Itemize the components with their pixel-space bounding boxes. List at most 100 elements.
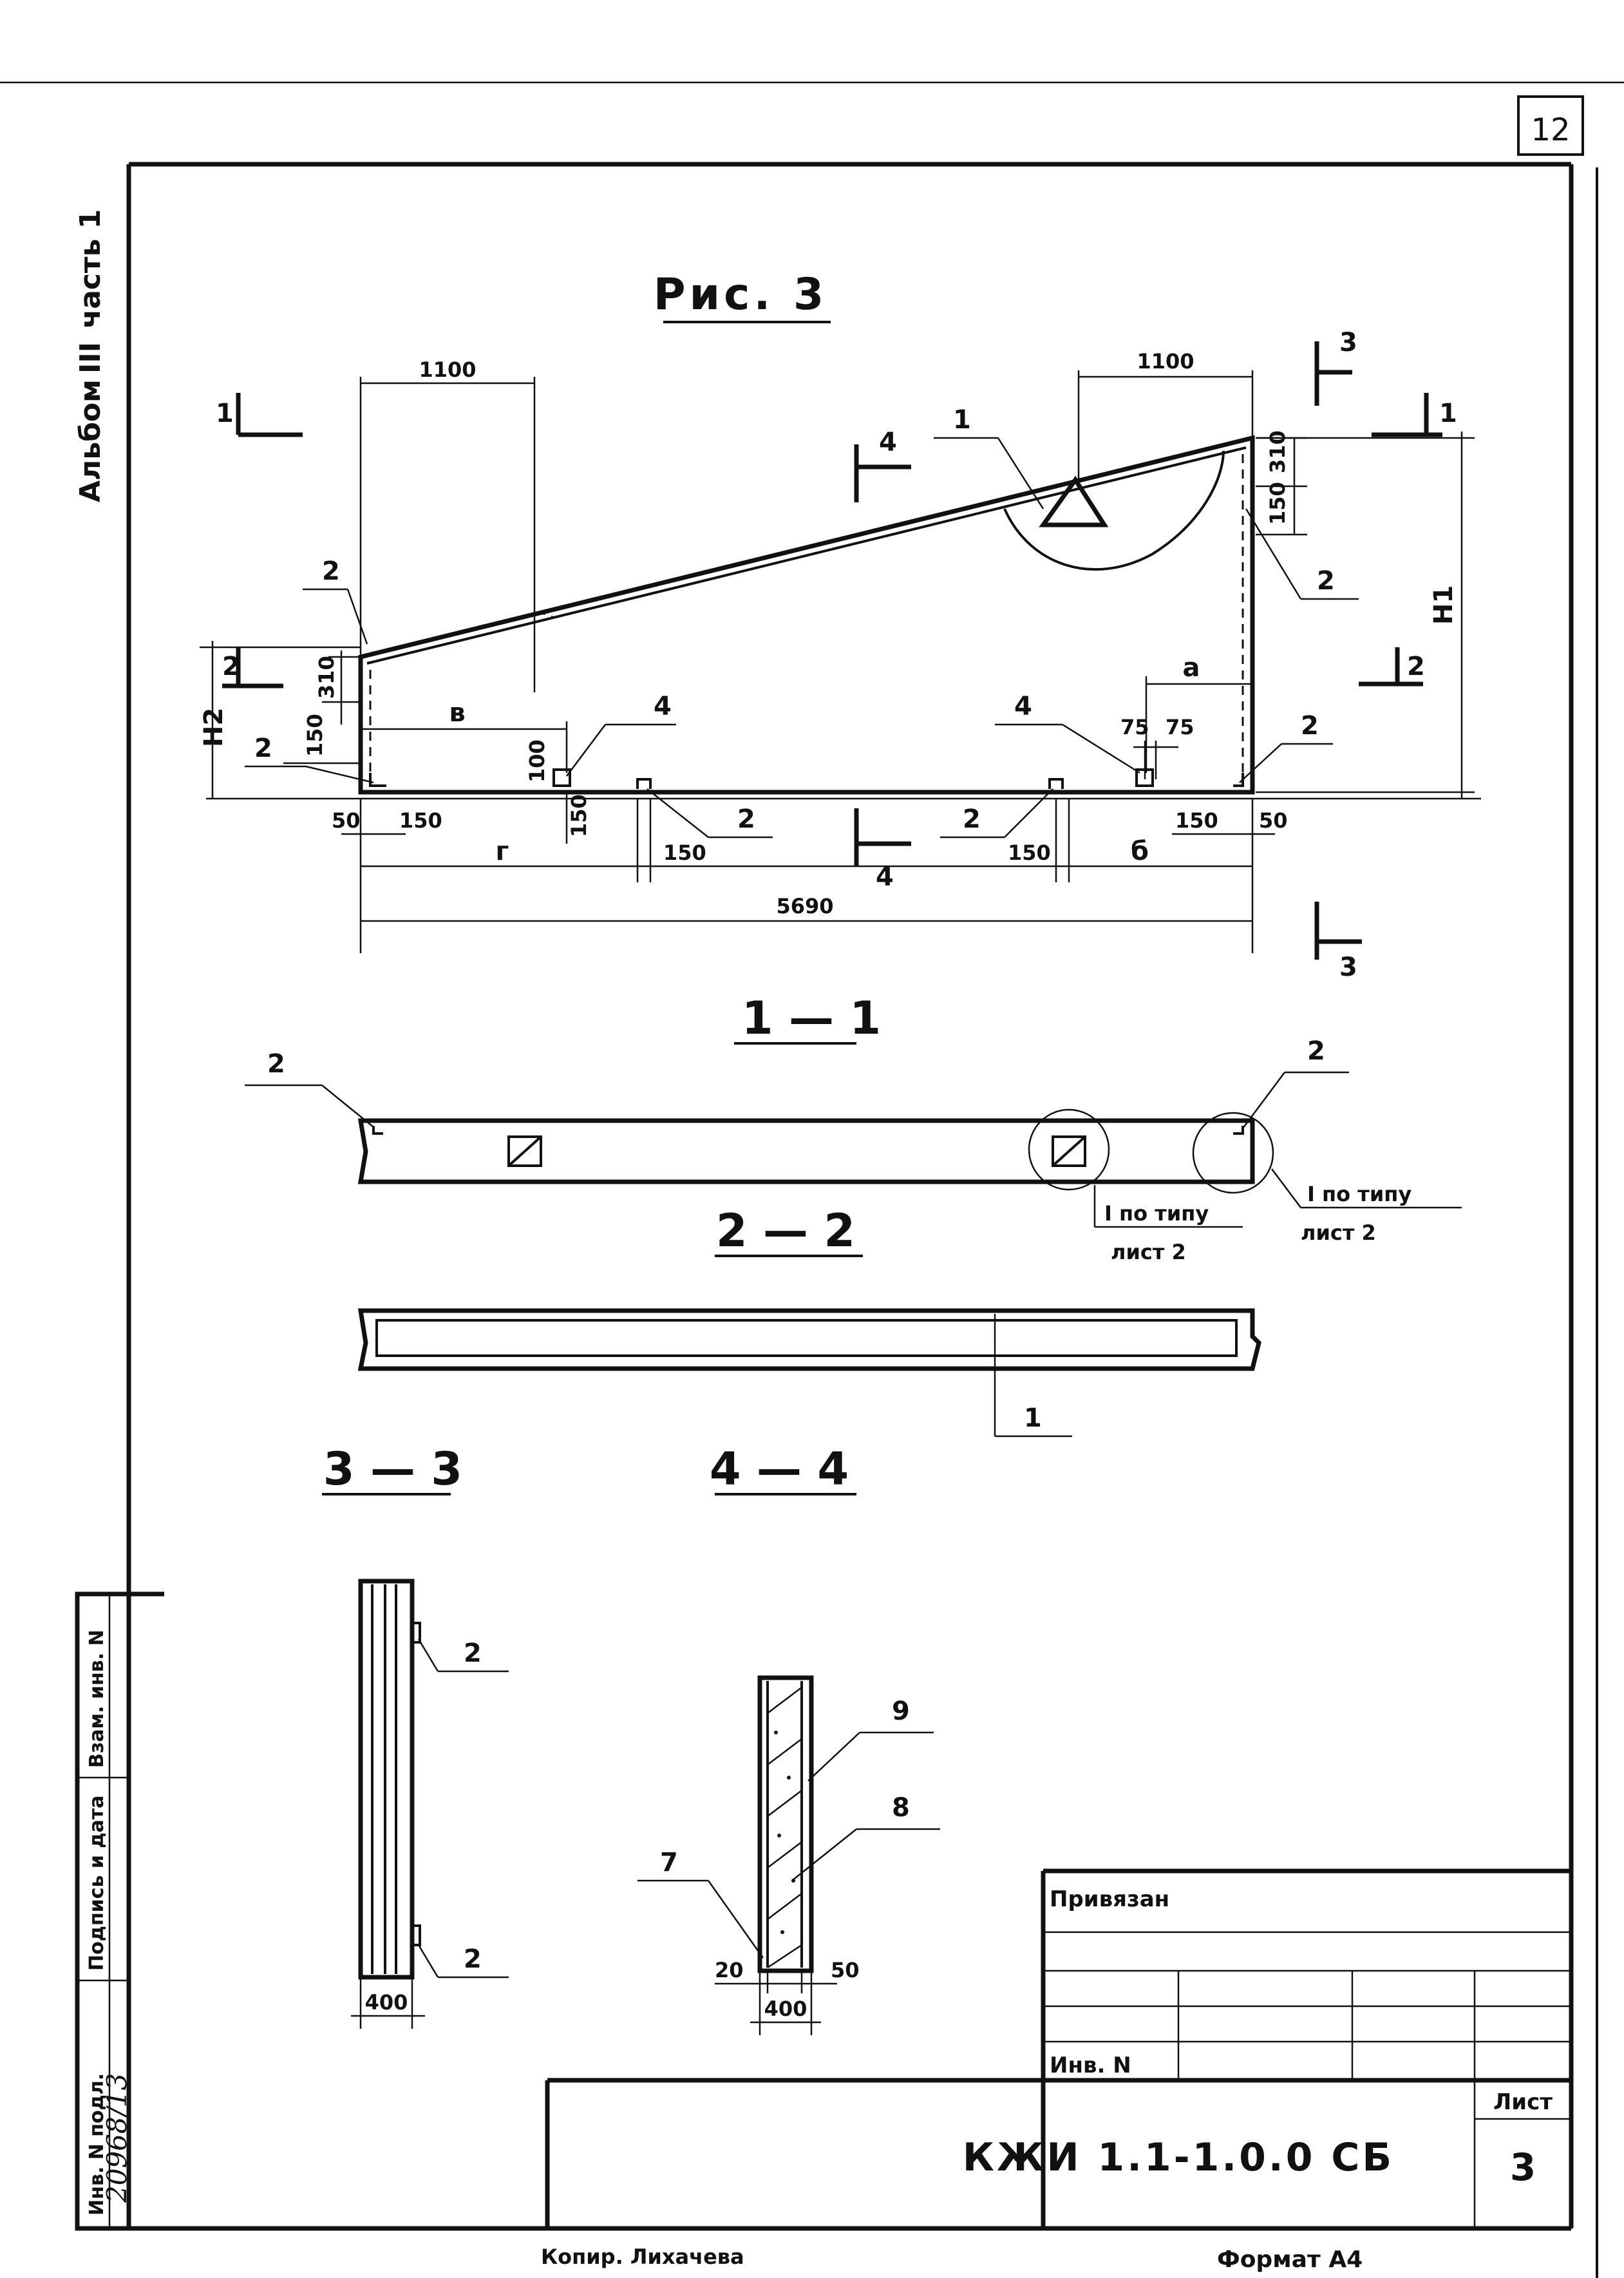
dim-150-bl: 150: [399, 808, 442, 833]
callout-7: 7: [660, 1848, 678, 1877]
leader: [417, 1944, 439, 1978]
leader: [1239, 743, 1282, 783]
callout-1-main: 1: [953, 405, 971, 435]
section-2-2-view: [357, 1308, 1261, 1371]
leader: [1004, 788, 1053, 838]
embed-2b: [1048, 778, 1064, 789]
svg-text:4: 4: [876, 862, 894, 892]
dim-400-s44: 400: [764, 1997, 807, 2021]
figure-title: Рис. 3: [654, 269, 828, 320]
leader: [997, 437, 1044, 509]
page-number-box: [1517, 95, 1584, 156]
leader: [566, 724, 606, 777]
marker-4-top: 4: [854, 428, 911, 502]
embed-left: [369, 773, 386, 787]
marker-1-left: 1: [216, 393, 303, 437]
marker-1-right: 1: [1372, 393, 1457, 437]
lifting-loop-triangle: [1039, 475, 1109, 527]
svg-text:1: 1: [216, 399, 234, 428]
leader: [807, 1732, 860, 1781]
dim-v: в: [449, 698, 465, 728]
callout-2-tr: 2: [1317, 566, 1335, 596]
title-block: [545, 1868, 1571, 2228]
embed-4a: [552, 768, 571, 787]
dim-150-b: 150: [1008, 840, 1051, 865]
callout-2-bl: 2: [254, 734, 272, 763]
main-view: 1100 1100 310 150 H1 а H2 310 150 в: [199, 328, 1481, 982]
leader: [1245, 508, 1302, 600]
callout-2-s11-left: 2: [267, 1049, 285, 1079]
side-vzam: Взам. инв. N: [86, 1629, 108, 1768]
leader: [791, 1828, 857, 1881]
leader: [707, 1880, 764, 1959]
dim-h2: H2: [199, 708, 229, 747]
leader: [1062, 723, 1140, 774]
stamp-doc-code: КЖИ 1.1-1.0.0 СБ: [963, 2135, 1394, 2180]
detail-ref-2-line1: I по типу: [1307, 1182, 1412, 1206]
album-label-group: Альбом III часть 1: [74, 209, 107, 502]
marker-3-top: 3: [1314, 328, 1357, 406]
leader: [647, 788, 709, 838]
dim-1100-left: 1100: [419, 357, 476, 382]
svg-text:2: 2: [1407, 652, 1425, 681]
dim-50-right: 50: [1259, 808, 1288, 833]
album-number: III: [74, 342, 107, 374]
panel-top-inner-edge: [366, 446, 1247, 665]
leader: [305, 765, 374, 784]
side-inv-podl: Инв. N подл.: [86, 2073, 108, 2216]
side-stamp: [75, 1591, 164, 2231]
dim-150-mid: 150: [567, 794, 591, 837]
dim-310-left: 310: [314, 656, 339, 699]
footer-format: Формат А4: [1217, 2246, 1363, 2273]
leader: [417, 1638, 439, 1672]
callout-8: 8: [892, 1793, 910, 1823]
callout-2-br: 2: [1301, 711, 1319, 741]
embed-2a: [636, 778, 652, 789]
dim-75-right: 75: [1166, 715, 1194, 739]
dim-150-right: 150: [1265, 482, 1290, 525]
stamp-list-number: 3: [1510, 2145, 1536, 2189]
dim-g: г: [496, 837, 509, 866]
svg-text:4: 4: [879, 428, 897, 457]
dim-b: б: [1131, 837, 1149, 866]
callout-2-s11-right: 2: [1307, 1036, 1325, 1066]
detail-cut-curve: [1003, 450, 1225, 571]
album-part: часть 1: [74, 209, 107, 328]
hidden-part: [521, 612, 555, 620]
section-4-4-title: 4 — 4: [710, 1443, 849, 1495]
leader: [321, 1085, 374, 1128]
dim-50-left: 50: [332, 808, 361, 833]
dim-h1: H1: [1429, 585, 1459, 625]
detail-ref-1-line1: I по типу: [1104, 1201, 1209, 1226]
album-label: Альбом: [74, 379, 107, 502]
dim-150-g: 150: [663, 840, 706, 865]
detail-ref-2-line2: лист 2: [1301, 1220, 1376, 1245]
dim-310-right: 310: [1265, 430, 1290, 473]
panel-outline: [358, 435, 1255, 795]
dim-a: а: [1183, 653, 1200, 683]
footer-copied: Копир. Лихачева: [541, 2245, 744, 2269]
callout-4-left: 4: [654, 692, 672, 721]
page-number: 12: [1531, 112, 1570, 148]
dim-100: 100: [525, 739, 549, 783]
side-inv-value: 20968/13: [101, 2073, 133, 2203]
embed-right: [1233, 773, 1244, 787]
stamp-privyazan: Привязан: [1050, 1886, 1169, 1912]
dim-50-s44: 50: [831, 1958, 860, 1982]
marker-3-bottom: 3: [1314, 902, 1362, 982]
side-podpis: Подпись и дата: [86, 1796, 108, 1971]
section-1-1-view: [357, 1108, 1274, 1194]
marker-2-right: 2: [1359, 647, 1425, 687]
dim-1100-right: 1100: [1137, 349, 1194, 374]
stamp-inv-n: Инв. N: [1050, 2053, 1131, 2078]
dim-20: 20: [715, 1958, 744, 1982]
marker-4-bottom: 4: [854, 808, 911, 892]
section-3-3-view: [358, 1579, 421, 1980]
callout-4-right: 4: [1014, 692, 1032, 721]
callout-9: 9: [892, 1696, 910, 1726]
detail-ref-1-line2: лист 2: [1111, 1240, 1186, 1264]
dim-150-br: 150: [1175, 808, 1218, 833]
leader: [346, 589, 368, 645]
section-1-1-title: 1 — 1: [742, 992, 881, 1045]
svg-text:1: 1: [1439, 399, 1457, 428]
